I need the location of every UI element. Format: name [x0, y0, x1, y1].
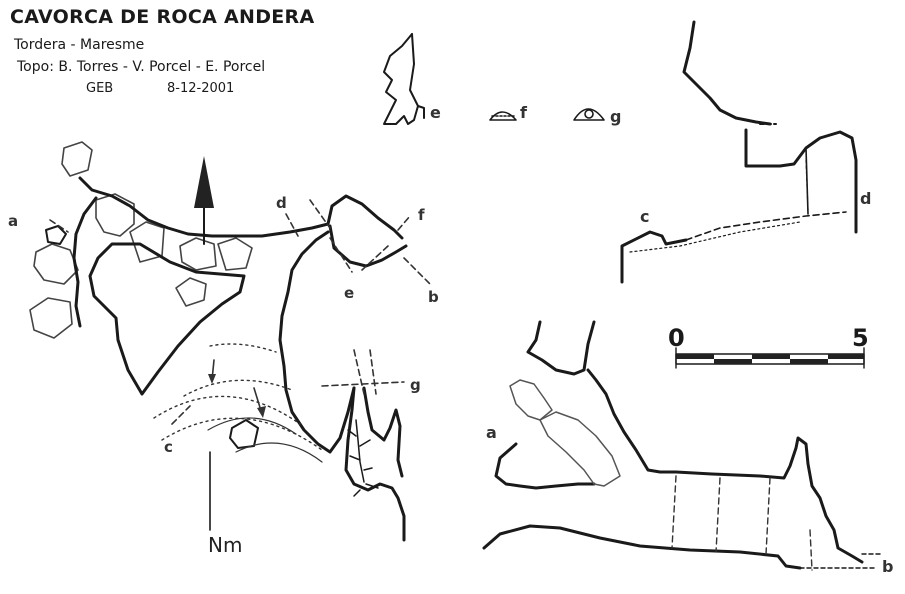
plan-right-wall — [278, 230, 356, 454]
lower-profile-label-b: b — [882, 557, 893, 576]
cross-section-labels: e f g — [430, 103, 621, 126]
lower-profile-label-a: a — [486, 423, 497, 442]
scale-bar-start: 0 — [668, 324, 685, 352]
cross-section-g — [573, 108, 605, 121]
plan-boulder — [179, 237, 217, 271]
plan-label-f: f — [418, 206, 425, 224]
plan-label-e: e — [344, 284, 354, 302]
scale-bar — [675, 347, 865, 369]
survey-date: 8-12-2001 — [167, 81, 235, 96]
cross-section-label-f: f — [520, 103, 528, 122]
upper-profile-label-d: d — [860, 189, 871, 208]
survey-title: CAVORCA DE ROCA ANDERA — [10, 6, 315, 28]
plan-boulder — [33, 243, 79, 285]
scale-bar-end: 5 — [852, 324, 869, 352]
profile-labels: c d a b — [486, 189, 893, 576]
lower-profile — [482, 320, 881, 571]
plan-inner-chamber — [88, 242, 246, 396]
plan-vegetation — [347, 419, 379, 497]
plan-boulder — [61, 141, 93, 177]
plan-boulder — [29, 297, 73, 339]
plan-boulder — [217, 237, 253, 271]
plan-label-a: a — [8, 212, 18, 230]
plan-label-b: b — [428, 288, 439, 306]
plan-boulder — [45, 225, 67, 245]
plan-g-passage — [344, 386, 406, 542]
plan-label-c: c — [164, 438, 173, 456]
plan-labels: a b c d e f g Nm — [8, 194, 439, 557]
plan-upper-wall — [78, 176, 404, 240]
plan-boulder — [129, 221, 165, 263]
cross-section-f — [489, 111, 517, 121]
plan-boulder — [95, 193, 135, 237]
cross-section-label-g: g — [610, 107, 621, 126]
north-arrow-icon — [194, 156, 214, 208]
survey-club: GEB — [86, 81, 114, 96]
plan-label-d: d — [276, 194, 287, 212]
plan-boulder — [229, 419, 259, 449]
plan-view — [29, 141, 431, 542]
cross-section-e — [383, 33, 425, 125]
plan-boulder — [175, 277, 207, 307]
cross-section-label-e: e — [430, 103, 441, 122]
upper-profile — [620, 20, 858, 284]
plan-g-passage-east — [362, 386, 404, 478]
magnetic-north-label: Nm — [208, 533, 242, 557]
survey-topo-credits: Topo: B. Torres - V. Porcel - E. Porcel — [17, 59, 266, 75]
plan-label-g: g — [410, 376, 421, 394]
upper-profile-label-c: c — [640, 207, 649, 226]
plan-left-wall — [72, 196, 98, 328]
survey-location: Tordera - Maresme — [14, 37, 145, 53]
